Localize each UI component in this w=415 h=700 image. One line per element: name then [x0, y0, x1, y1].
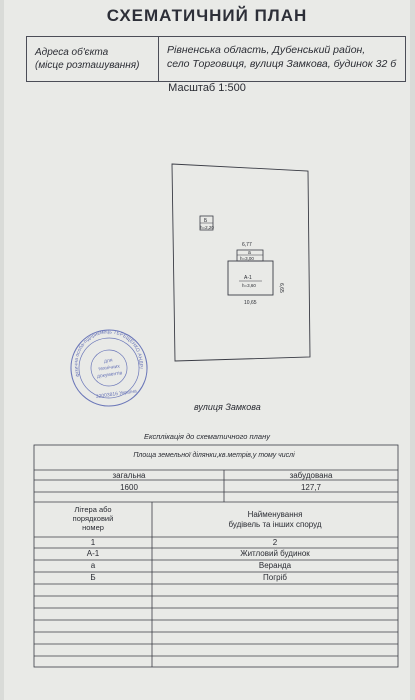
letter-column-header: Літера або порядковий номер	[34, 505, 152, 532]
house-label: А-1	[244, 275, 252, 281]
dim-bottom: 10,65	[244, 300, 257, 306]
total-area-value: 1600	[120, 483, 138, 492]
explication-subtitle: Площа земельної ділянки,кв.метрів,у тому…	[133, 452, 295, 459]
name-header-line1: Найменування	[247, 510, 303, 519]
cellar-height: h=2,20	[200, 225, 214, 230]
letter-header-line1: Літера або	[74, 505, 112, 514]
dim-top: 6,77	[242, 242, 252, 248]
veranda-height: h=3,00	[240, 256, 254, 261]
name-header-line2: будівель та інших споруд	[228, 520, 322, 529]
house-height: h=3,60	[242, 283, 256, 288]
veranda-label: а	[248, 250, 251, 256]
site-boundary	[171, 163, 311, 362]
stamp-inner-line3: документів	[97, 370, 123, 380]
built-area-value: 127,7	[300, 483, 322, 492]
table-row-letter: А-1	[86, 549, 100, 558]
house-outline	[227, 260, 274, 296]
table-row-name: Погріб	[263, 573, 287, 582]
stamp-inner-line1: для	[104, 357, 114, 364]
letter-header-line3: номер	[82, 523, 104, 532]
address-label-line1: Адреса об'єкта	[35, 47, 109, 58]
table-row-name: Веранда	[258, 561, 292, 570]
stamp: Фізична особа-підприємець ТЕРЕЩЕНКО АНДР…	[4, 0, 148, 407]
address-value: Рівненська область, Дубенський район, се…	[167, 43, 403, 71]
document-title: СХЕМАТИЧНИЙ ПЛАН	[106, 6, 308, 25]
explication-table-grid	[33, 444, 399, 668]
address-value-line1: Рівненська область, Дубенський район,	[167, 44, 366, 56]
street-label: вулиця Замкова	[194, 402, 261, 412]
letter-header-line2: порядковий	[72, 514, 114, 523]
site-plan-drawing: Б h=2,20 а h=3,00 6,77 А-1 h=3,60 6,65 1…	[4, 0, 399, 668]
table-row-letter: а	[90, 561, 96, 570]
address-label-line2: (місце розташування)	[35, 60, 140, 71]
table-row-name: Житловий будинок	[240, 549, 310, 558]
stamp-outer-text: Фізична особа-підприємець ТЕРЕЩЕНКО АНДР…	[4, 0, 145, 388]
dim-right: 6,65	[278, 283, 284, 293]
stamp-bottom-text: 32003816 Україна	[96, 388, 138, 400]
scale-label: Масштаб 1:500	[168, 82, 246, 94]
letter-column-number: 1	[90, 538, 96, 547]
address-box: Адреса об'єкта (місце розташування) Рівн…	[26, 36, 406, 82]
address-value-line2: село Торговиця, вулиця Замкова, будинок …	[167, 58, 397, 70]
name-column-header: Найменування будівель та інших споруд	[152, 510, 398, 530]
built-area-label: забудована	[289, 471, 333, 480]
total-area-label: загальна	[112, 471, 146, 480]
cellar-label: Б	[204, 218, 208, 224]
table-row-letter: Б	[90, 573, 96, 582]
name-column-number: 2	[272, 538, 278, 547]
explication-title: Експлікація до схематичного плану	[144, 432, 270, 441]
stamp-inner-line2: технічних	[98, 363, 121, 372]
document-sheet: СХЕМАТИЧНИЙ ПЛАН Адреса об'єкта (місце р…	[4, 0, 410, 700]
address-label: Адреса об'єкта (місце розташування)	[27, 37, 159, 81]
